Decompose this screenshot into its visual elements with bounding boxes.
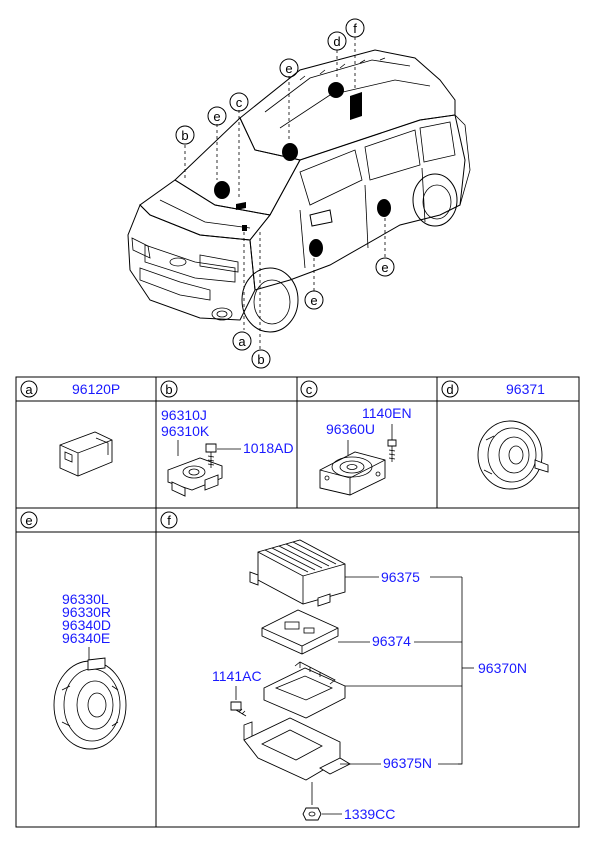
svg-text:f: f bbox=[167, 513, 171, 528]
cell-a: a 96120P bbox=[20, 380, 120, 477]
svg-text:a: a bbox=[25, 382, 33, 397]
cell-d: d 96371 bbox=[441, 380, 549, 490]
svg-text:c: c bbox=[306, 382, 313, 397]
part-number-96374: 96374 bbox=[372, 633, 411, 649]
door-speaker-part bbox=[53, 657, 127, 750]
amplifier-part bbox=[249, 539, 346, 607]
speaker-roof-mark bbox=[328, 82, 344, 98]
svg-text:e: e bbox=[285, 61, 292, 76]
parts-table-grid bbox=[15, 376, 580, 828]
svg-text:e: e bbox=[310, 293, 317, 308]
speaker-dash-right-mark bbox=[282, 143, 298, 161]
svg-text:e: e bbox=[25, 513, 32, 528]
bolt-1018AD bbox=[205, 443, 217, 468]
cell-b: b 96310J 96310K 1018AD bbox=[160, 380, 294, 497]
speaker-rear-door-mark bbox=[377, 199, 391, 217]
cell-e: e 96330L 96330R 96340D 96340E bbox=[20, 511, 127, 750]
part-number-1140EN: 1140EN bbox=[362, 405, 412, 421]
cell-c: c 1140EN 96360U bbox=[300, 380, 412, 496]
screw-1140EN bbox=[387, 424, 397, 462]
part-number-96310J: 96310J bbox=[161, 407, 207, 423]
center-speaker-part bbox=[319, 440, 386, 496]
svg-text:d: d bbox=[446, 382, 453, 397]
callout-b-bottom: b bbox=[251, 349, 271, 369]
part-number-96120P: 96120P bbox=[72, 381, 120, 397]
svg-text:b: b bbox=[181, 128, 188, 143]
part-number-96330L: 96330L bbox=[62, 591, 109, 607]
speaker-front-door-mark bbox=[309, 239, 323, 257]
amp-bracket-part bbox=[263, 661, 346, 719]
svg-text:d: d bbox=[333, 34, 340, 49]
part-number-96370N: 96370N bbox=[478, 660, 527, 676]
callout-e-right: e bbox=[375, 257, 395, 277]
callout-c: c bbox=[229, 92, 249, 112]
part-number-1141AC: 1141AC bbox=[212, 668, 262, 684]
callout-d: d bbox=[327, 31, 347, 51]
cell-f: f 96375 96374 bbox=[160, 511, 527, 822]
part-number-96330R: 96330R bbox=[62, 604, 111, 620]
svg-text:f: f bbox=[353, 21, 357, 36]
svg-text:b: b bbox=[165, 382, 172, 397]
subwoofer-part bbox=[477, 420, 549, 490]
nut-1339CC bbox=[302, 782, 322, 821]
callout-b-top: b bbox=[175, 125, 195, 145]
svg-text:a: a bbox=[238, 334, 246, 349]
amp-tray-part bbox=[243, 717, 351, 781]
bolt-1141AC bbox=[230, 686, 247, 717]
callout-e-left: e bbox=[207, 106, 227, 126]
part-number-96375N: 96375N bbox=[383, 755, 432, 771]
svg-text:e: e bbox=[213, 109, 220, 124]
part-number-96375: 96375 bbox=[381, 569, 420, 585]
speaker-dash-left-mark bbox=[214, 181, 230, 199]
callout-f: f bbox=[345, 18, 365, 38]
svg-text:e: e bbox=[381, 260, 388, 275]
amp-module-part bbox=[261, 609, 339, 655]
tweeter-part bbox=[167, 440, 223, 497]
part-number-96340D: 96340D bbox=[62, 617, 111, 633]
part-number-1339CC: 1339CC bbox=[344, 806, 395, 822]
part-number-1018AD: 1018AD bbox=[243, 440, 294, 456]
part-number-96360U: 96360U bbox=[326, 421, 375, 437]
antenna-module-part bbox=[59, 431, 113, 477]
part-number-96371: 96371 bbox=[506, 381, 545, 397]
car-illustration: a b b c d e e e bbox=[127, 18, 471, 369]
svg-text:b: b bbox=[257, 352, 264, 367]
amp-mark bbox=[350, 92, 362, 120]
callout-a: a bbox=[232, 331, 252, 351]
part-number-96310K: 96310K bbox=[161, 423, 210, 439]
part-number-96340E: 96340E bbox=[62, 630, 110, 646]
callout-e-mid: e bbox=[304, 290, 324, 310]
callout-e-top: e bbox=[279, 58, 299, 78]
svg-text:c: c bbox=[236, 95, 243, 110]
